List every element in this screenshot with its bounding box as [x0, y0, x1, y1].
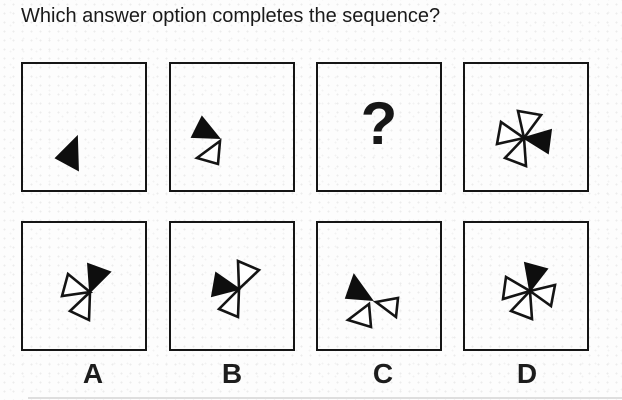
answer-label-c: C — [372, 358, 394, 389]
sequence-panel-2 — [169, 62, 295, 192]
answer-label-b: B — [221, 358, 243, 389]
sequence-panel-1 — [21, 62, 147, 192]
sequence-figure-4 — [463, 62, 589, 192]
question-mark: ? — [360, 90, 398, 157]
answer-option-a[interactable] — [21, 221, 147, 351]
answer-option-d[interactable] — [463, 221, 589, 351]
bottom-divider — [28, 397, 622, 399]
sequence-figure-2 — [169, 62, 295, 192]
answer-label-a: A — [82, 358, 104, 389]
answer-option-b[interactable] — [169, 221, 295, 351]
answer-figure-c — [316, 221, 442, 351]
sequence-panel-4 — [463, 62, 589, 192]
answer-label-d: D — [516, 358, 538, 389]
answer-figure-d — [463, 221, 589, 351]
answer-option-c[interactable] — [316, 221, 442, 351]
answer-figure-b — [169, 221, 295, 351]
question-title: Which answer option completes the sequen… — [21, 5, 441, 27]
sequence-panel-missing: ? — [316, 62, 442, 192]
sequence-figure-1 — [21, 62, 147, 192]
answer-figure-a — [21, 221, 147, 351]
